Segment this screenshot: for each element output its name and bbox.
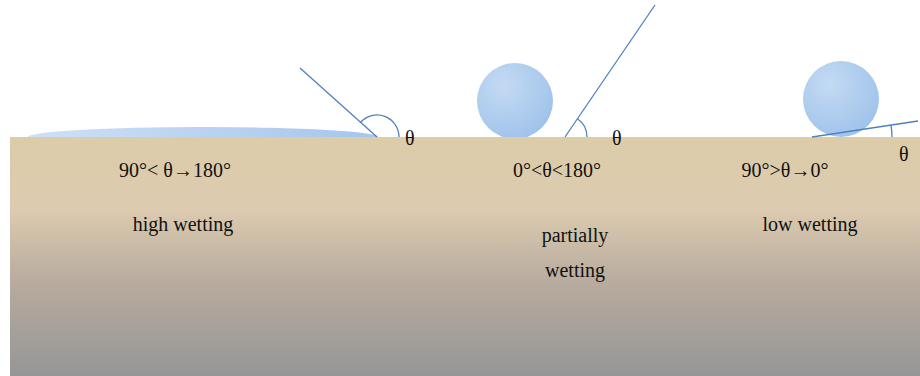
tangent-line <box>565 5 655 137</box>
wetting-label: high wetting <box>133 212 234 237</box>
angle-range: 90°< θ→180° <box>119 158 231 183</box>
angle-arc <box>891 125 892 137</box>
substrate <box>10 137 920 376</box>
partial-droplet <box>477 63 553 137</box>
tangent-line <box>300 68 377 137</box>
angle-symbol: θ <box>405 126 415 151</box>
angle-arc <box>577 119 587 137</box>
wetting-label: partially wetting <box>520 218 630 288</box>
flat-droplet <box>28 127 378 137</box>
angle-range: 90°>θ→0° <box>742 158 829 183</box>
angle-symbol: θ <box>899 142 909 167</box>
round-droplet <box>803 61 879 137</box>
angle-symbol: θ <box>612 126 622 151</box>
tangent-line <box>812 121 918 137</box>
angle-arc <box>361 115 399 137</box>
angle-range: 0°<θ<180° <box>513 158 601 183</box>
wetting-label: low wetting <box>763 212 858 237</box>
